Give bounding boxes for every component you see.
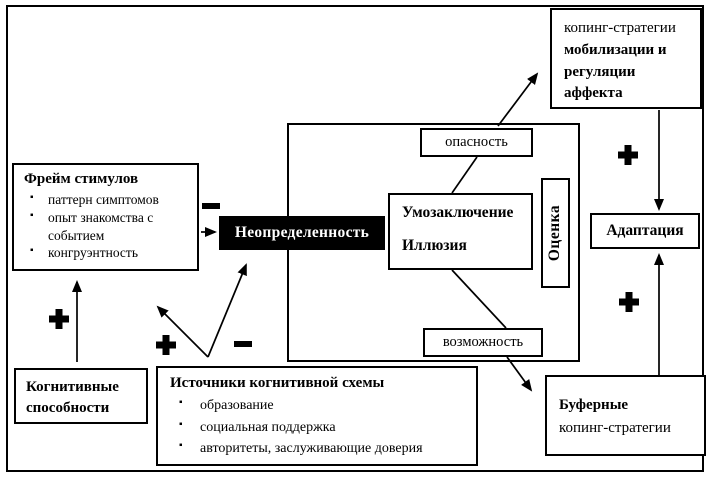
cognitive-line: способности <box>26 400 110 416</box>
opportunity-box: возможность <box>423 328 543 357</box>
buffer-line: Буферные <box>559 397 629 413</box>
coping-line: аффекта <box>564 85 623 102</box>
evaluation-label: Оценка <box>546 204 564 262</box>
schema-sources-box: Источники когнитивной схемы образование … <box>156 366 478 466</box>
schema-sources-title: Источники когнитивной схемы <box>170 375 385 391</box>
cognitive-line: Когнитивные <box>26 379 119 395</box>
adaptation-box: Адаптация <box>590 213 700 249</box>
frame-stimulus-title: Фрейм стимулов <box>24 171 139 187</box>
uncertainty-box: Неопределенность <box>219 216 385 250</box>
uncertainty-label: Неопределенность <box>234 224 370 241</box>
danger-box: опасность <box>420 128 533 157</box>
opportunity-label: возможность <box>442 334 524 350</box>
frame-stimulus-list: паттерн симптомов опыт знакомства с собы… <box>24 191 193 262</box>
coping-line: копинг-стратегии <box>564 20 676 36</box>
evaluation-box: Оценка <box>541 178 570 288</box>
buffer-line: копинг-стратегии <box>559 419 671 436</box>
danger-label: опасность <box>445 134 508 150</box>
frame-stimulus-box: Фрейм стимулов паттерн симптомов опыт зн… <box>12 163 199 271</box>
outer-border <box>6 5 704 472</box>
list-item: образование <box>170 395 472 417</box>
list-item: авторитеты, заслуживающие доверия <box>170 438 472 460</box>
list-item: опыт знакомства с событием <box>24 209 193 245</box>
coping-line: мобилизации и <box>564 41 667 58</box>
schema-sources-list: образование социальная поддержка авторит… <box>170 395 472 460</box>
cognitive-abilities-box: Когнитивные способности <box>14 368 148 424</box>
coping-mobilization-box: копинг-стратегии мобилизации и регуляции… <box>550 8 702 109</box>
list-item: социальная поддержка <box>170 417 472 439</box>
buffer-coping-box: Буферные копинг-стратегии <box>545 375 706 456</box>
adaptation-label: Адаптация <box>606 222 684 239</box>
list-item: паттерн симптомов <box>24 191 193 209</box>
list-item: конгруэнтность <box>24 244 193 262</box>
inference-line: Умозаключение <box>402 204 514 221</box>
coping-line: регуляции <box>564 63 636 80</box>
illusion-line: Иллюзия <box>402 237 467 254</box>
inference-box: Умозаключение Иллюзия <box>388 193 533 270</box>
